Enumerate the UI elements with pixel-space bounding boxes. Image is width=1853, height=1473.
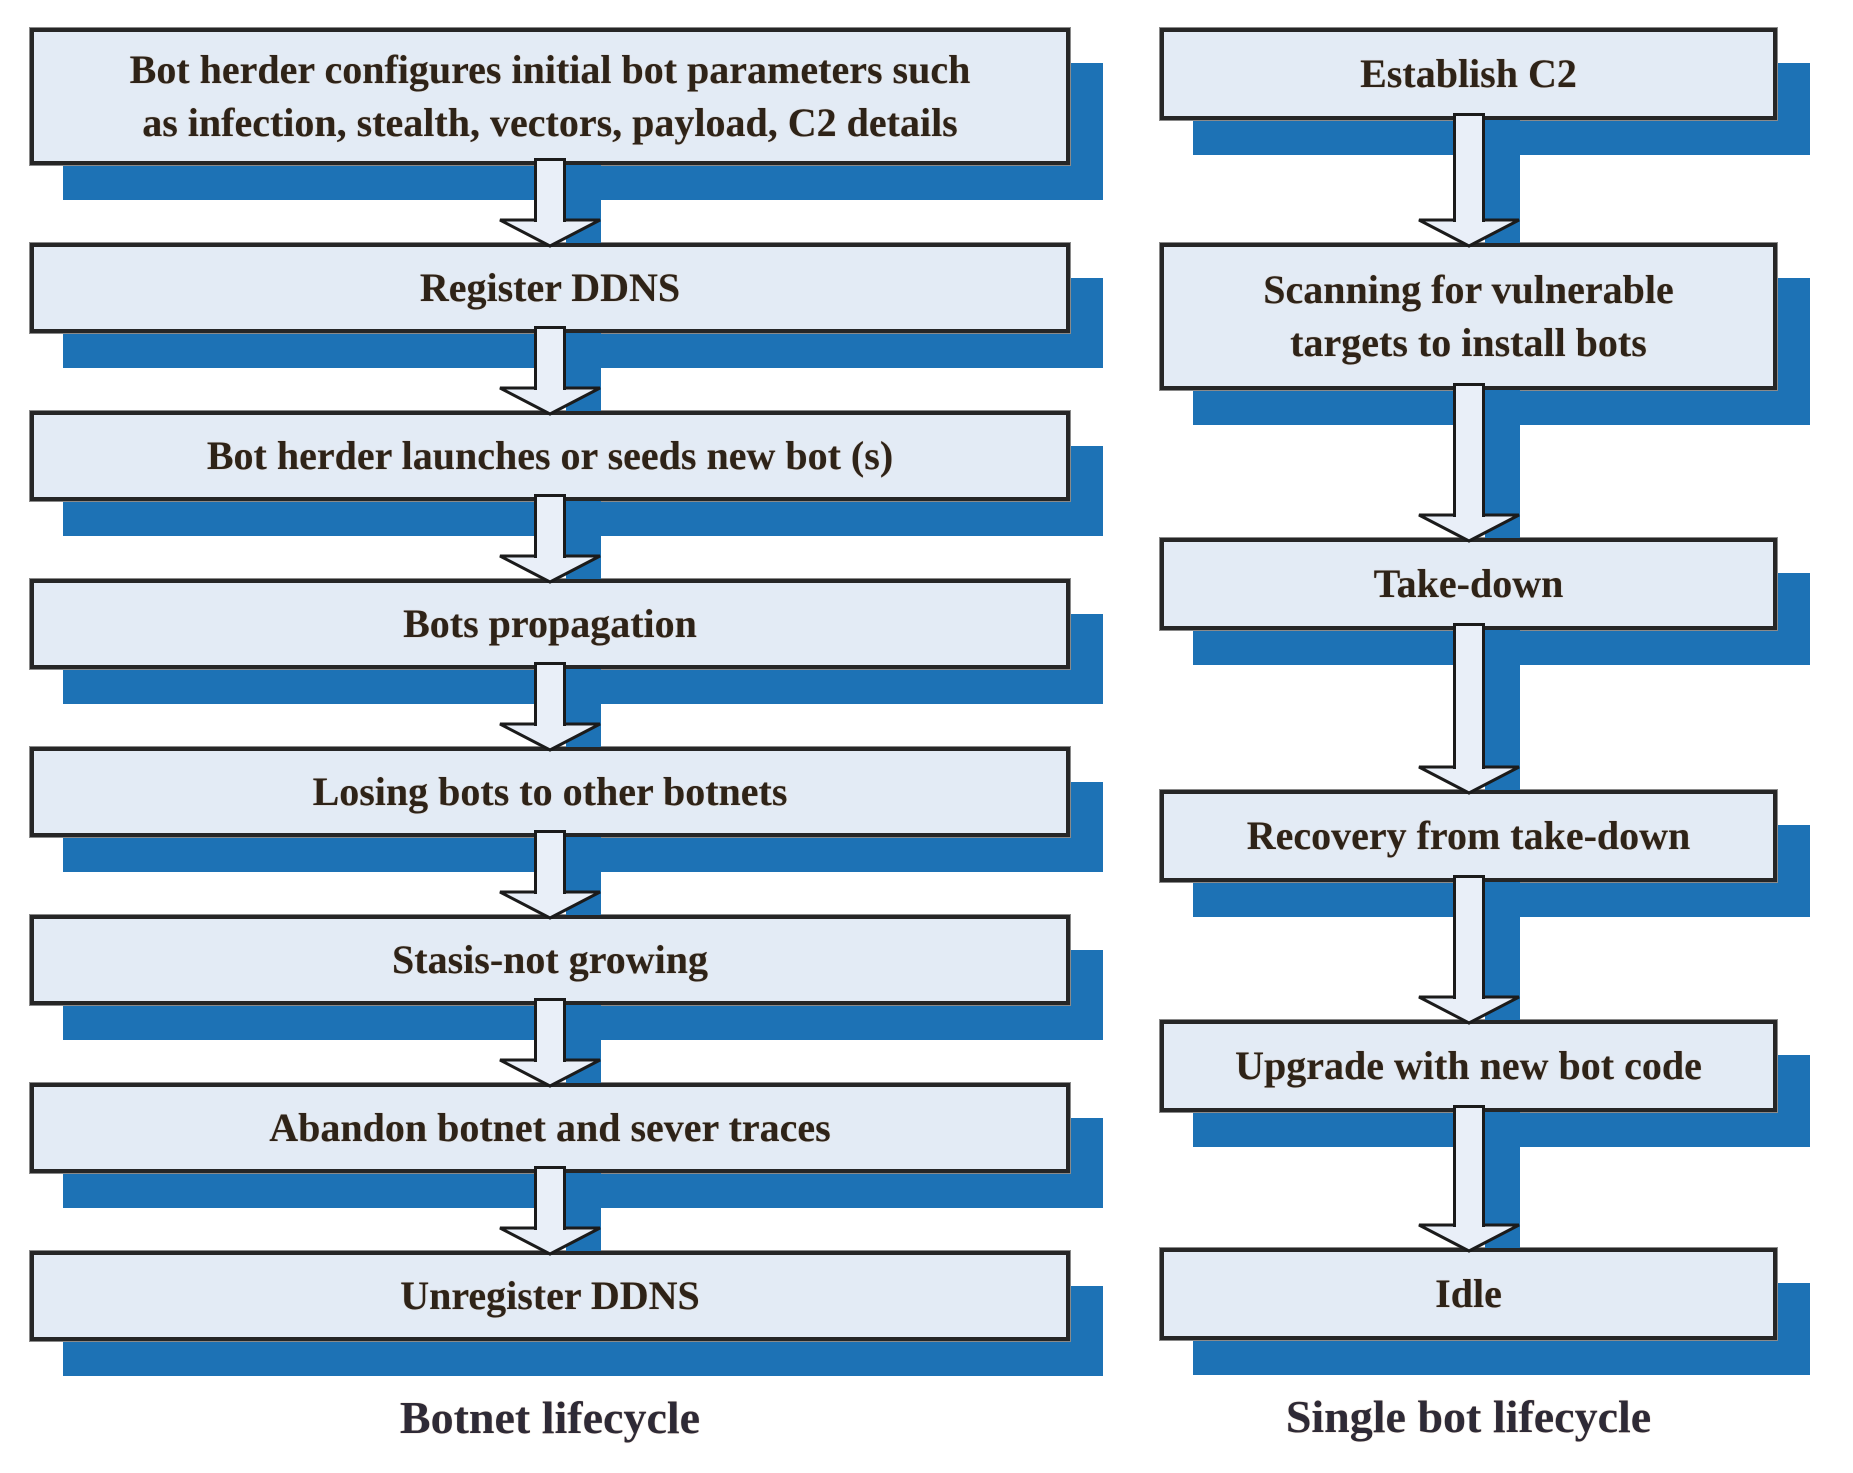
flow-box: Losing bots to other botnets xyxy=(30,747,1070,837)
arrow-shaft xyxy=(534,830,566,894)
column-botnet-lifecycle: Bot herder configures initial bot parame… xyxy=(30,28,1103,1444)
flow-box: Scanning for vulnerable targets to insta… xyxy=(1160,243,1777,390)
flow-box: Idle xyxy=(1160,1248,1777,1340)
arrow-shaft xyxy=(1452,875,1485,999)
flow-step: Bots propagation xyxy=(30,579,1103,704)
arrow-shaft xyxy=(534,1166,566,1230)
column-caption-single-bot: Single bot lifecycle xyxy=(1285,1391,1652,1442)
flow-step: Register DDNS xyxy=(30,243,1103,368)
arrow-shaft xyxy=(1452,623,1485,769)
down-arrow xyxy=(1160,875,1777,1025)
down-arrow xyxy=(30,326,1070,416)
flow-box-label: Recovery from take-down xyxy=(1246,812,1691,858)
down-arrow xyxy=(30,662,1070,752)
flow-box-label: Establish C2 xyxy=(1360,50,1577,96)
arrow-shaft xyxy=(534,158,566,222)
flow-step: Unregister DDNS xyxy=(30,1251,1103,1376)
flow-step: Losing bots to other botnets xyxy=(30,747,1103,872)
down-arrow xyxy=(30,998,1070,1088)
flow-box-label: Unregister DDNS xyxy=(400,1272,700,1318)
flow-box-label: Register DDNS xyxy=(419,264,681,310)
flow-box: Unregister DDNS xyxy=(30,1251,1070,1341)
arrow-shaft xyxy=(1452,383,1485,517)
flow-box: Stasis-not growing xyxy=(30,915,1070,1005)
flow-step: Stasis-not growing xyxy=(30,915,1103,1040)
flow-box-label: Abandon botnet and sever traces xyxy=(269,1104,831,1150)
arrow-shaft xyxy=(1452,1105,1485,1227)
down-arrow xyxy=(30,1166,1070,1256)
column-caption-botnet: Botnet lifecycle xyxy=(399,1392,701,1443)
flow-step: Abandon botnet and sever traces xyxy=(30,1083,1103,1208)
flow-step: Recovery from take-down xyxy=(1160,790,1810,917)
down-arrow xyxy=(30,494,1070,584)
flow-box-label: Upgrade with new bot code xyxy=(1235,1042,1702,1088)
column-single-bot-lifecycle: Establish C2 Scanning for vulnerable tar… xyxy=(1160,28,1810,1443)
flow-box: Establish C2 xyxy=(1160,28,1777,120)
flow-step: Bot herder configures initial bot parame… xyxy=(30,28,1103,200)
flow-box-label: Losing bots to other botnets xyxy=(312,768,788,814)
flow-step: Scanning for vulnerable targets to insta… xyxy=(1160,243,1810,425)
down-arrow xyxy=(1160,113,1777,248)
flow-box-label: Bot herder launches or seeds new bot (s) xyxy=(206,432,894,478)
flow-box: Register DDNS xyxy=(30,243,1070,333)
flow-box-label: Scanning for vulnerable targets to insta… xyxy=(1263,266,1674,365)
arrow-shaft xyxy=(534,326,566,390)
flow-box-label: Bots propagation xyxy=(403,600,697,646)
flow-box-label: Stasis-not growing xyxy=(392,936,708,982)
flow-box: Recovery from take-down xyxy=(1160,790,1777,882)
flow-box-label: Bot herder configures initial bot parame… xyxy=(129,46,971,145)
flow-box-label: Idle xyxy=(1435,1270,1502,1316)
flow-step: Bot herder launches or seeds new bot (s) xyxy=(30,411,1103,536)
down-arrow xyxy=(1160,383,1777,543)
arrow-shaft xyxy=(534,662,566,726)
arrow-shadow xyxy=(1484,630,1520,790)
flow-box: Take-down xyxy=(1160,538,1777,630)
flow-box: Bot herder configures initial bot parame… xyxy=(30,28,1070,165)
flow-box: Abandon botnet and sever traces xyxy=(30,1083,1070,1173)
flow-box-label: Take-down xyxy=(1373,560,1564,606)
flow-step: Idle xyxy=(1160,1248,1810,1375)
flow-box: Bot herder launches or seeds new bot (s) xyxy=(30,411,1070,501)
flow-step: Upgrade with new bot code xyxy=(1160,1020,1810,1147)
flow-box: Upgrade with new bot code xyxy=(1160,1020,1777,1112)
down-arrow xyxy=(1160,1105,1777,1253)
flow-step: Take-down xyxy=(1160,538,1810,665)
arrow-shaft xyxy=(534,998,566,1062)
arrow-shadow xyxy=(1484,390,1520,538)
arrow-shaft xyxy=(534,494,566,558)
down-arrow xyxy=(30,830,1070,920)
flow-step: Establish C2 xyxy=(1160,28,1810,155)
down-arrow xyxy=(1160,623,1777,795)
down-arrow xyxy=(30,158,1070,248)
flow-box: Bots propagation xyxy=(30,579,1070,669)
arrow-shaft xyxy=(1452,113,1485,222)
